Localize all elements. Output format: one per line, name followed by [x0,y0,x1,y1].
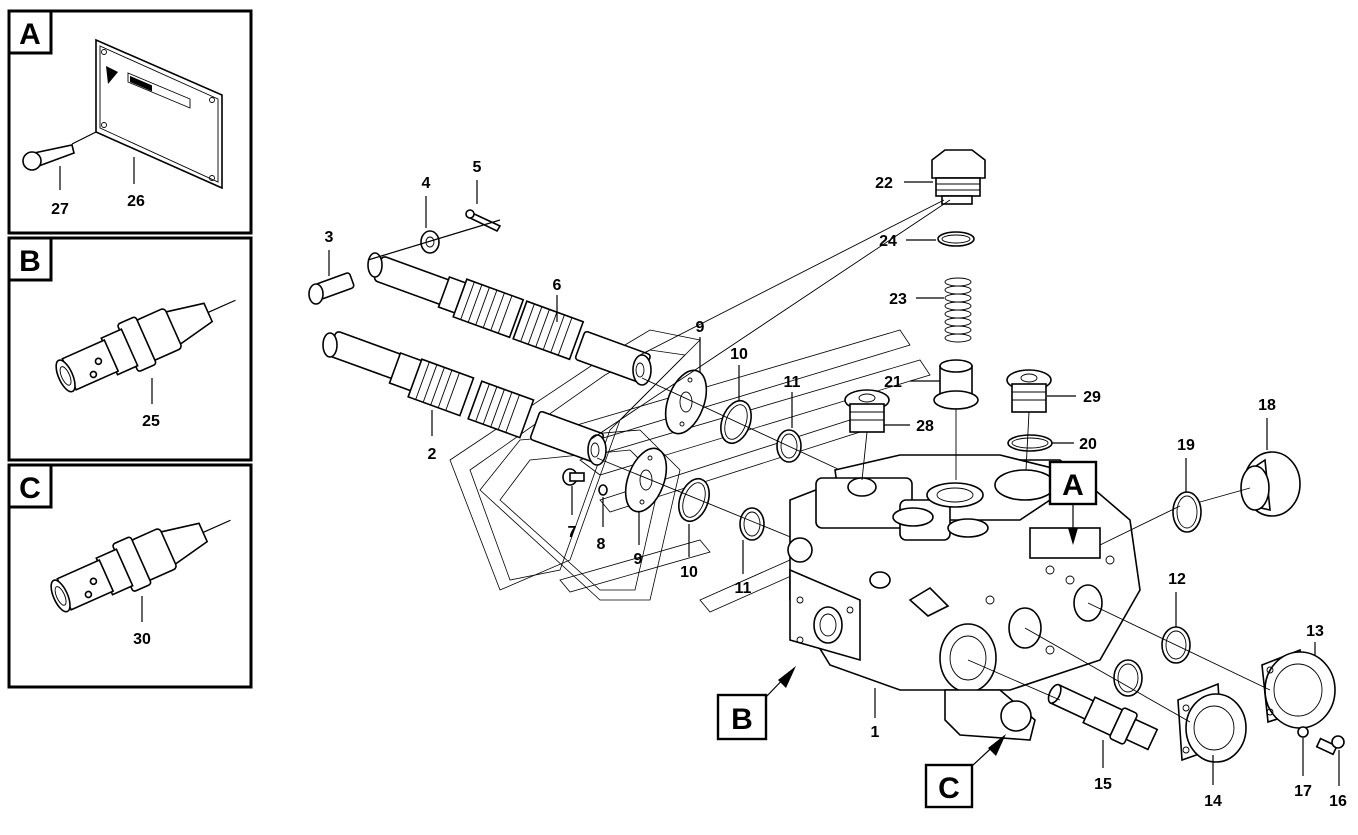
spring-23 [944,277,972,343]
label-9-lower: 9 [634,551,643,568]
label-2: 2 [428,446,437,463]
cover-14 [1177,682,1247,763]
leader-lines [328,180,1340,786]
label-11-upper: 11 [784,374,801,391]
label-29: 29 [1083,389,1101,406]
label-12: 12 [1168,571,1186,588]
label-17: 17 [1294,783,1312,800]
washer-4 [420,230,440,254]
nameplate-26 [95,38,223,190]
plug-28 [844,389,890,433]
valve-cartridge-30 [50,519,231,613]
panel-a-letter: A [19,18,41,51]
o-ring-19 [1172,491,1202,533]
label-10-lower: 10 [680,564,698,581]
cover-13 [1261,648,1336,729]
o-ring-12b [1113,659,1143,697]
panel-c-letter: C [19,472,41,505]
part-number-labels: 1 2 3 4 5 6 7 8 9 9 10 10 11 11 12 13 14… [325,159,1347,810]
relief-valve-15 [1047,683,1159,751]
callout-c: C [924,734,1006,809]
brand-logo [106,66,118,84]
label-21: 21 [884,374,902,391]
label-14: 14 [1204,793,1222,810]
spool-2 [322,331,607,466]
washer-17 [1297,726,1309,738]
piston-21 [933,359,979,410]
label-18: 18 [1258,397,1276,414]
callout-a: A [1048,460,1098,545]
label-13: 13 [1306,623,1324,640]
callout-a-letter: A [1062,469,1084,502]
label-22: 22 [875,175,893,192]
detail-panel-c: C 30 [7,463,253,689]
label-11-lower: 11 [735,580,752,597]
label-6: 6 [553,277,562,294]
label-24: 24 [879,233,897,250]
label-15: 15 [1094,776,1112,793]
label-1: 1 [871,724,880,741]
label-4: 4 [422,175,431,192]
o-ring-20 [1007,434,1053,452]
flange-9-upper [664,369,708,435]
panel-b-letter: B [19,245,41,278]
valve-body-logo [908,586,950,617]
callout-b-letter: B [731,703,753,736]
cotter-pin-5 [465,209,502,233]
label-7: 7 [568,524,577,541]
plug-29 [1006,369,1052,413]
screw-7 [562,468,585,486]
o-ring-24 [937,231,975,247]
label-19: 19 [1177,437,1195,454]
o-ring-11-lower [739,507,765,541]
label-23: 23 [889,291,907,308]
label-10-upper: 10 [730,346,748,363]
label-9-upper: 9 [696,319,705,336]
o-ring-10-lower [678,477,710,523]
detail-panel-a: A 27 26 [7,9,253,235]
valve-cartridge-25 [55,299,236,393]
cap-18 [1240,451,1301,517]
callout-c-letter: C [938,772,960,805]
label-20: 20 [1079,436,1097,453]
label-16: 16 [1329,793,1347,810]
screw-16 [1315,735,1345,756]
spool-6 [367,252,652,386]
label-26: 26 [127,193,145,210]
detail-panel-b: B 25 [7,236,253,462]
label-27: 27 [51,201,69,218]
washer-8 [598,484,608,496]
valve-body-1 [787,454,1141,741]
label-28: 28 [916,418,934,435]
callout-b: B [716,666,796,741]
label-3: 3 [325,229,334,246]
label-8: 8 [597,536,606,553]
label-5: 5 [473,159,482,176]
label-30: 30 [133,631,151,648]
pin-3 [308,272,355,305]
flange-9-lower [624,447,668,513]
screw-27 [22,131,97,171]
label-25: 25 [142,413,160,430]
plug-22 [931,149,986,205]
